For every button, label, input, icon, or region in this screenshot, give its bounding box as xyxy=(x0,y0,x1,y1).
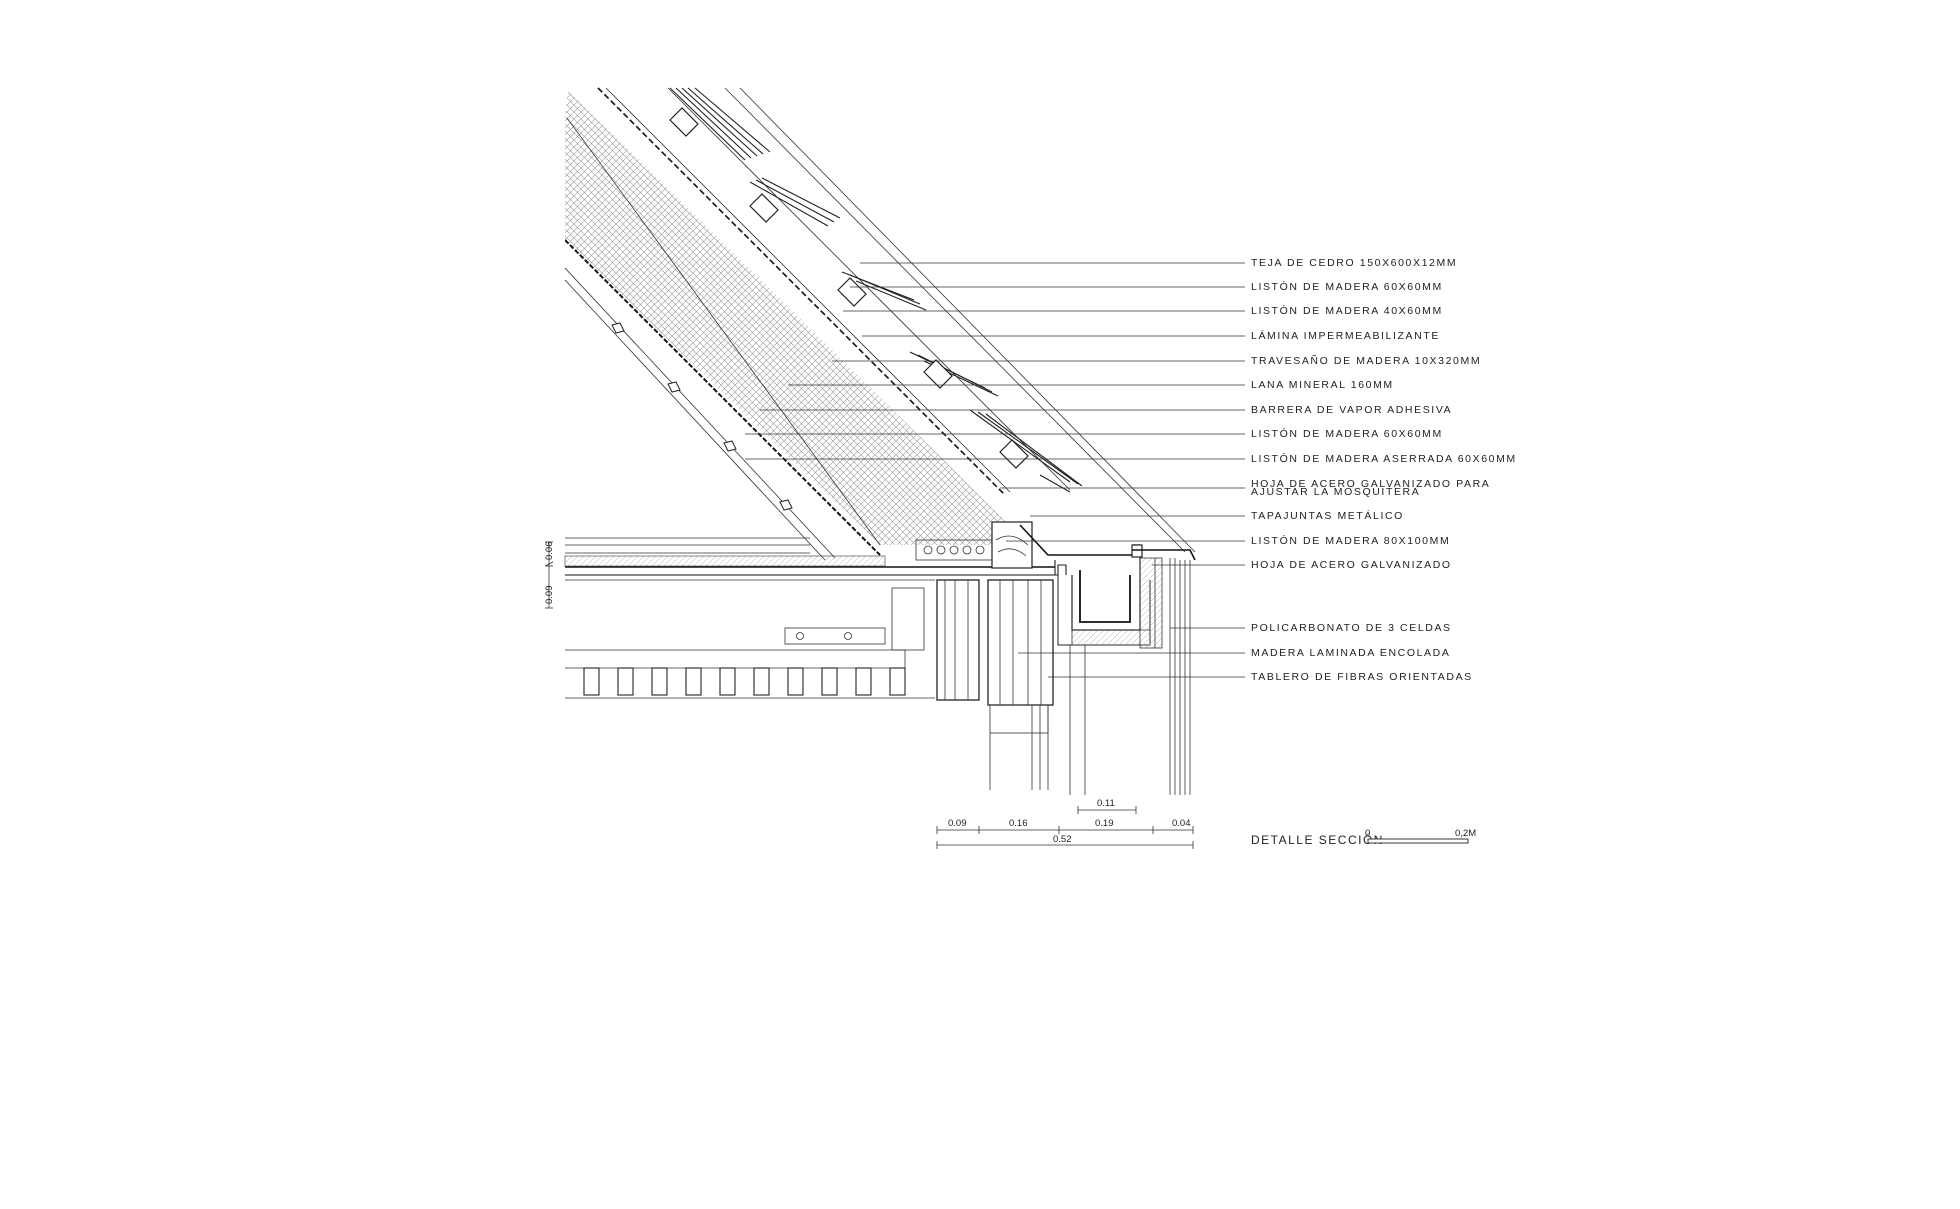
label-batten-60x60-a: LISTÓN DE MADERA 60X60MM xyxy=(1251,280,1443,293)
dim-052: 0.52 xyxy=(1053,834,1072,845)
drawing-title: DETALLE SECCIÓN xyxy=(1251,832,1384,847)
label-steel-sheet-mosquito-1: HOJA DE ACERO GALVANIZADO PARA xyxy=(1251,478,1490,490)
label-waterproof-membrane: LÁMINA IMPERMEABILIZANTE xyxy=(1251,329,1440,342)
label-cedar-shingle: TEJA DE CEDRO 150X600X12MM xyxy=(1251,257,1457,269)
title-block: DETALLE SECCIÓN 0 0,2M xyxy=(1251,828,1476,847)
vertical-dimensions: 0.06 0.09 xyxy=(544,542,555,609)
scale-bar xyxy=(1367,838,1469,844)
eave-junction xyxy=(915,521,1196,795)
dim-009: 0.09 xyxy=(948,818,967,829)
scale-start: 0 xyxy=(1365,828,1370,839)
mineral-wool-insulation xyxy=(565,90,1030,545)
inner-battens xyxy=(611,322,793,511)
dim-011: 0.11 xyxy=(1097,798,1115,809)
ceiling-slats xyxy=(583,667,906,696)
vapor-barrier-line xyxy=(565,239,881,556)
label-sawn-batten: LISTÓN DE MADERA ASERRADA 60X60MM xyxy=(1251,452,1517,465)
roof-battens xyxy=(669,107,1029,469)
dim-vertical-009: 0.09 xyxy=(544,586,555,605)
dim-vertical-006: 0.06 xyxy=(544,542,555,561)
dim-019: 0.19 xyxy=(1095,818,1114,829)
material-labels: TEJA DE CEDRO 150X600X12MM LISTÓN DE MAD… xyxy=(1251,257,1517,683)
label-batten-40x60: LISTÓN DE MADERA 40X60MM xyxy=(1251,304,1443,317)
leader-lines xyxy=(745,262,1245,678)
label-galvanized-sheet: HOJA DE ACERO GALVANIZADO xyxy=(1251,559,1452,571)
label-mineral-wool: LANA MINERAL 160MM xyxy=(1251,379,1394,391)
label-polycarbonate: POLICARBONATO DE 3 CELDAS xyxy=(1251,622,1452,634)
label-batten-60x60-b: LISTÓN DE MADERA 60X60MM xyxy=(1251,427,1443,440)
label-glulam: MADERA LAMINADA ENCOLADA xyxy=(1251,647,1450,659)
label-vapor-barrier: BARRERA DE VAPOR ADHESIVA xyxy=(1251,404,1452,416)
ceiling-layers xyxy=(564,537,1055,699)
label-osb: TABLERO DE FIBRAS ORIENTADAS xyxy=(1251,671,1473,683)
dim-016: 0.16 xyxy=(1009,818,1028,829)
scale-end: 0,2M xyxy=(1455,828,1476,839)
roof-assembly xyxy=(565,87,1196,561)
label-metal-flashing: TAPAJUNTAS METÁLICO xyxy=(1251,509,1404,522)
label-steel-sheet-mosquito-2: AJUSTAR LA MOSQUITERA xyxy=(1251,486,1420,498)
dim-004: 0.04 xyxy=(1172,818,1191,829)
label-crossbeam: TRAVESAÑO DE MADERA 10X320MM xyxy=(1251,354,1481,367)
label-batten-80x100: LISTÓN DE MADERA 80X100MM xyxy=(1251,534,1450,547)
horizontal-dimensions: 0.11 0.09 0.16 0.19 0.04 0.52 xyxy=(936,798,1194,849)
